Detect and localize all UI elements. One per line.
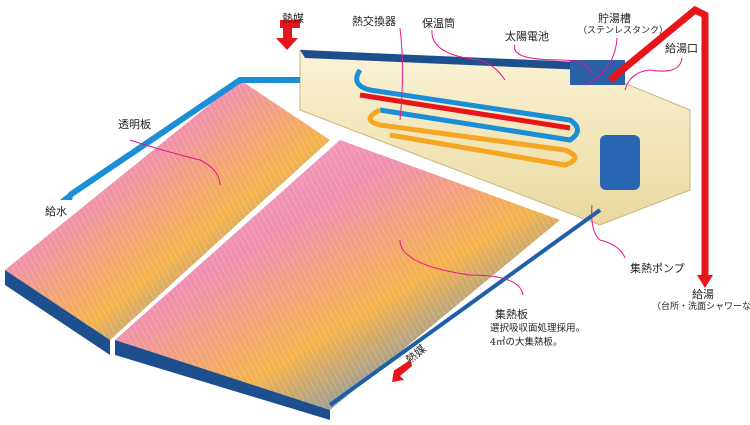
- label-collector-plate-note1: 選択吸収面処理採用。: [490, 323, 586, 334]
- label-collector-pump: 集熱ポンプ: [630, 262, 685, 275]
- collector-pump: [600, 135, 640, 190]
- heat-exchanger-coil: [354, 68, 580, 168]
- water-supply-arrow-icon: [60, 188, 75, 200]
- label-collector-plate-note2: 4㎡の大集熱板。: [490, 337, 563, 348]
- label-water-supply: 給水: [45, 205, 67, 218]
- label-transparent-panel: 透明板: [118, 118, 151, 131]
- label-heat-medium-top: 熱媒: [282, 12, 304, 25]
- heat-medium-top-arrow-icon: [276, 20, 300, 50]
- hot-water-pipe: [607, 5, 709, 275]
- hot-water-arrow-icon: [697, 275, 713, 288]
- label-heat-exchanger: 熱交換器: [352, 15, 396, 28]
- label-hot-water-outlet: 給湯口: [665, 42, 698, 55]
- label-solar-cell: 太陽電池: [505, 30, 549, 43]
- cold-water-pipe: [68, 77, 300, 198]
- collector-panel-left: [5, 80, 330, 355]
- label-insulation-tube: 保温筒: [422, 17, 455, 30]
- label-hot-water-supply-note: （台所・洗面シャワーなどへ: [652, 302, 750, 312]
- label-storage-tank-note: （ステンレスタンク）: [578, 26, 669, 36]
- heat-medium-return-pipe: [328, 208, 602, 407]
- leader-lines: [129, 27, 683, 296]
- heat-medium-bottom-arrow-icon: [392, 360, 412, 382]
- label-storage-tank: 貯湯槽: [598, 12, 631, 25]
- label-collector-plate: 集熱板: [495, 308, 528, 321]
- collector-panel-right: [115, 140, 560, 420]
- label-hot-water-supply: 給湯: [692, 288, 714, 301]
